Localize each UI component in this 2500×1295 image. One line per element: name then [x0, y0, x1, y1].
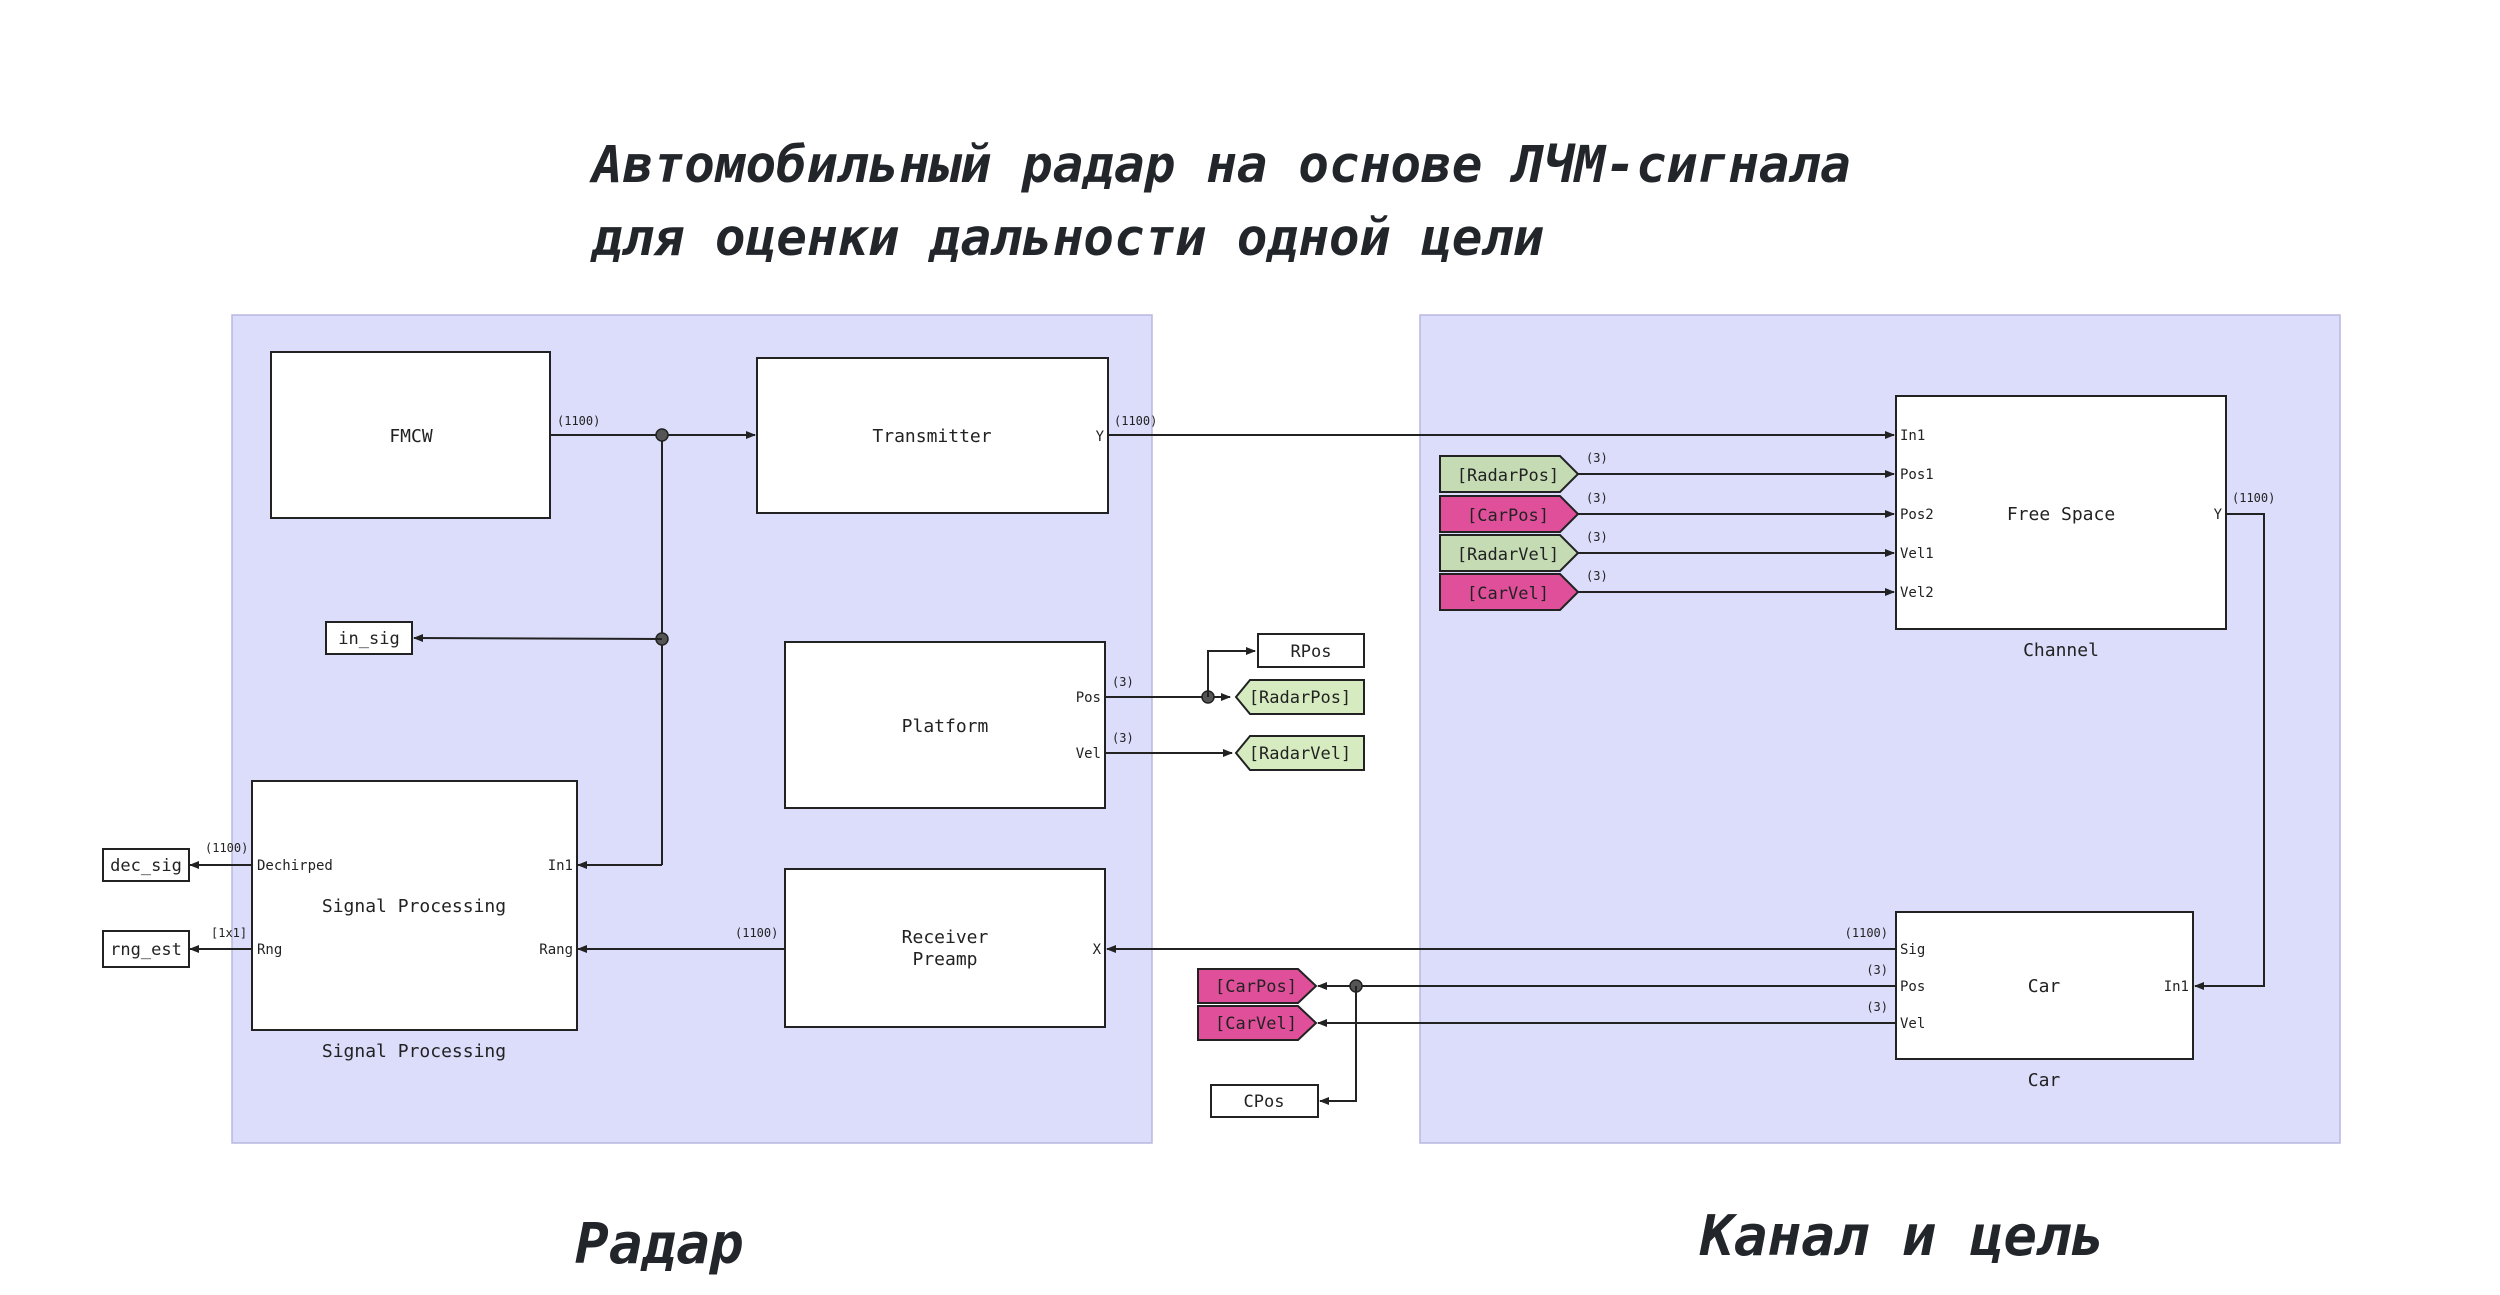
rpos-label: RPos: [1291, 642, 1332, 662]
fs-port-y: Y: [2214, 507, 2223, 523]
goto-carvel-label: [CarVel]: [1215, 1014, 1297, 1034]
goto-radarvel-tag[interactable]: [1234, 735, 1365, 771]
free-space-block[interactable]: [1895, 395, 2227, 630]
to-cpos-line[interactable]: [1319, 986, 1357, 1105]
fmcw-out-dim: (1100): [557, 414, 600, 428]
car-block[interactable]: [1895, 911, 2194, 1060]
transmitter-block[interactable]: [756, 357, 1109, 514]
freespace-to-car-line[interactable]: [2194, 513, 2265, 990]
sp-port-rang: Rang: [539, 942, 573, 958]
platform-vel-dim: (3): [1112, 731, 1134, 745]
from-radarpos-label: [RadarPos]: [1457, 466, 1559, 486]
goto-carpos-tag[interactable]: [1197, 968, 1318, 1004]
from-radarvel-tag[interactable]: [1439, 534, 1580, 572]
platform-block-label: Platform: [902, 716, 989, 737]
car-caption: Car: [2028, 1070, 2061, 1091]
fs-port-pos2: Pos2: [1900, 507, 1934, 523]
goto-radarpos-tag[interactable]: [1234, 679, 1365, 715]
dec-sig-outport[interactable]: [102, 848, 190, 882]
from-radarvel-label: [RadarVel]: [1457, 545, 1559, 565]
cpos-outport[interactable]: [1210, 1084, 1319, 1118]
fs-port-vel1: Vel1: [1900, 546, 1934, 562]
sp-port-in1: In1: [548, 858, 573, 874]
fs-port-in1: In1: [1900, 428, 1925, 444]
tx-out-dim: (1100): [1114, 414, 1157, 428]
fs-port-pos1: Pos1: [1900, 467, 1934, 483]
diagram-title-line2: для оценки дальности одной цели: [590, 209, 1544, 268]
receiver-label-line1: Receiver: [902, 927, 989, 948]
car-block-label: Car: [2028, 976, 2061, 997]
to-rpos-line[interactable]: [1207, 647, 1256, 697]
signal-processing-block[interactable]: [251, 780, 578, 1031]
from-radarpos-tag[interactable]: [1439, 455, 1580, 493]
receiver-port-x: X: [1093, 942, 1102, 958]
platform-block[interactable]: [784, 641, 1106, 809]
dec-sig-label: dec_sig: [110, 856, 182, 876]
goto-radarpos-label: [RadarPos]: [1249, 688, 1351, 708]
diagram-title-line1: Автомобильный радар на основе ЛЧМ-сигнал…: [589, 136, 1851, 195]
car-port-in1: In1: [2164, 979, 2189, 995]
car-vel-dim: (3): [1866, 1000, 1888, 1014]
dec-sig-dim: (1100): [205, 841, 248, 855]
car-pos-dim: (3): [1866, 963, 1888, 977]
platform-port-pos: Pos: [1076, 690, 1101, 706]
car-sig-dim: (1100): [1845, 926, 1888, 940]
rng-est-outport[interactable]: [102, 930, 190, 968]
free-space-block-label: Free Space: [2007, 504, 2115, 525]
receiver-label-line2: Preamp: [912, 949, 977, 970]
from-carvel-tag[interactable]: [1439, 573, 1580, 611]
platform-pos-dim: (3): [1112, 675, 1134, 689]
rpos-outport[interactable]: [1257, 633, 1365, 668]
fmcw-block[interactable]: [270, 351, 551, 519]
car-port-vel: Vel: [1900, 1016, 1925, 1032]
transmitter-block-label: Transmitter: [872, 426, 991, 447]
goto-carpos-label: [CarPos]: [1215, 977, 1297, 997]
fmcw-block-label: FMCW: [389, 426, 433, 447]
rng-est-label: rng_est: [110, 940, 182, 960]
fs-port-vel2: Vel2: [1900, 585, 1934, 601]
carvel-dim: (3): [1586, 569, 1608, 583]
platform-port-vel: Vel: [1076, 746, 1101, 762]
channel-caption: Channel: [2023, 640, 2099, 661]
rx-out-dim: (1100): [735, 926, 778, 940]
cpos-label: CPos: [1244, 1092, 1285, 1112]
transmitter-port-y: Y: [1096, 429, 1105, 445]
from-carvel-label: [CarVel]: [1467, 584, 1549, 604]
signal-processing-caption: Signal Processing: [322, 1041, 506, 1062]
radarvel-dim: (3): [1586, 530, 1608, 544]
receiver-preamp-block[interactable]: [784, 868, 1106, 1028]
radarpos-dim: (3): [1586, 451, 1608, 465]
car-port-pos: Pos: [1900, 979, 1925, 995]
fs-out-dim: (1100): [2232, 491, 2275, 505]
carpos-dim: (3): [1586, 491, 1608, 505]
branch-point: [655, 428, 669, 442]
goto-carvel-tag[interactable]: [1197, 1005, 1318, 1041]
rng-est-dim: [1x1]: [211, 926, 247, 940]
to-in-sig-line[interactable]: [413, 634, 663, 643]
radar-area-label: Радар: [575, 1212, 744, 1277]
goto-radarvel-label: [RadarVel]: [1249, 744, 1351, 764]
sp-port-rng: Rng: [257, 942, 282, 958]
car-port-sig: Sig: [1900, 942, 1925, 958]
from-carpos-tag[interactable]: [1439, 495, 1580, 533]
in-sig-outport[interactable]: [325, 621, 413, 655]
signal-processing-block-label: Signal Processing: [322, 896, 506, 917]
channel-area-label: Канал и цель: [1699, 1204, 2105, 1269]
in-sig-label: in_sig: [338, 629, 399, 649]
sp-port-dechirped: Dechirped: [257, 858, 333, 874]
from-carpos-label: [CarPos]: [1467, 506, 1549, 526]
